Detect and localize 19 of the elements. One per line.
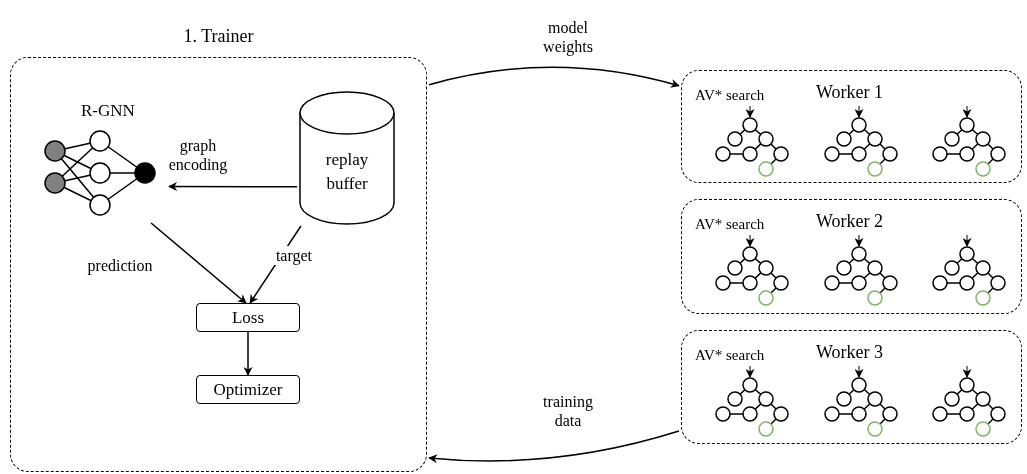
network-label: R-GNN (81, 101, 135, 121)
group-title: 1. Trainer (183, 26, 254, 46)
search-label: AV* search (695, 346, 765, 365)
arrow (150, 222, 247, 304)
worker-title: Worker 2 (816, 211, 884, 231)
worker-title: Worker 3 (816, 342, 884, 362)
arrow (243, 331, 253, 376)
worker-group-box (681, 70, 1022, 183)
arrow (168, 181, 298, 191)
worker-title: Worker 1 (816, 82, 884, 102)
worker-group-box (681, 199, 1022, 314)
arrow (428, 430, 680, 464)
arrow (428, 66, 680, 89)
worker-group-box (681, 330, 1022, 444)
cylinder-label: replay buffer (324, 149, 370, 195)
process-box: Optimizer (196, 375, 300, 404)
search-label: AV* search (695, 215, 765, 234)
search-label: AV* search (695, 86, 765, 105)
process-box: Loss (196, 303, 300, 332)
